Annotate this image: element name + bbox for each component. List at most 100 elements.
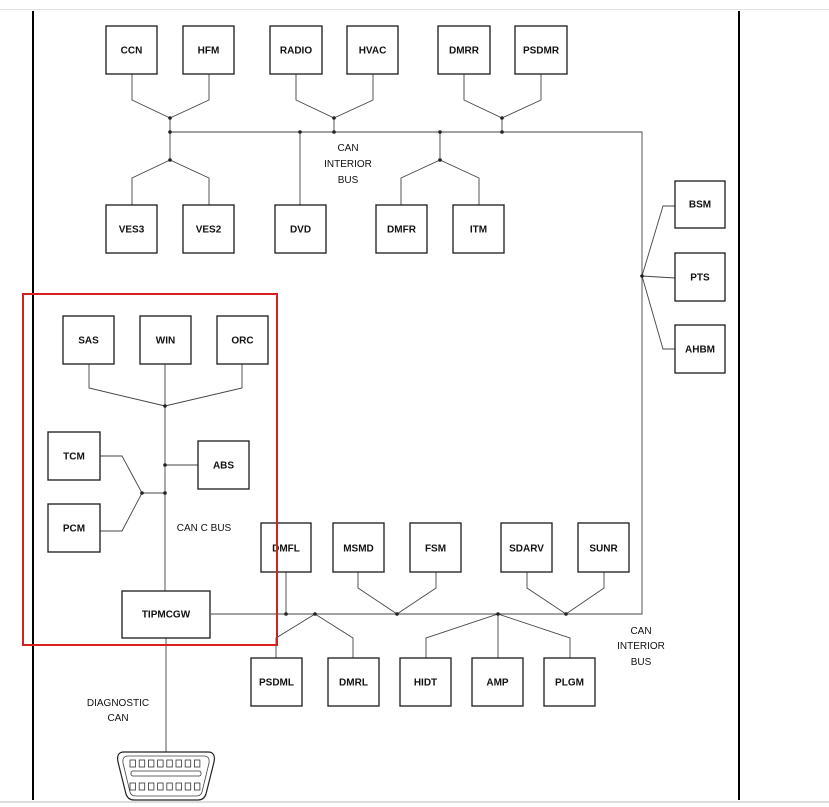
module-label: PSDMR: [523, 46, 560, 57]
label-line: CAN: [337, 143, 358, 154]
module-label: DMRR: [449, 46, 480, 57]
module-label: VES2: [196, 225, 222, 236]
module-label: TIPMCGW: [142, 610, 191, 621]
can-c-bus-highlight-box: [22, 293, 278, 646]
obd-pin: [184, 782, 192, 791]
module-sas: SAS: [62, 315, 115, 365]
dmfr-itm-branch: [400, 159, 480, 205]
obd-pin: [193, 759, 201, 768]
can-interior-bus-label-bottom: CAN INTERIOR BUS: [617, 626, 665, 668]
tcm-pcm-branch: [100, 455, 143, 532]
module-label: PCM: [63, 524, 85, 535]
module-win: WIN: [139, 315, 192, 365]
can-interior-bus-line: [170, 131, 643, 615]
junction-dot: [313, 612, 317, 616]
dmrr-psdmr-branch: [463, 74, 542, 119]
radio-hvac-branch: [295, 74, 374, 119]
junction-dot: [163, 491, 167, 495]
module-label: CCN: [121, 46, 143, 57]
label-line: INTERIOR: [324, 159, 372, 170]
module-pts: PTS: [674, 252, 726, 302]
obd-pins-top: [129, 759, 201, 768]
module-pcm: PCM: [47, 503, 101, 553]
junction-dot: [438, 158, 442, 162]
module-tcm: TCM: [47, 431, 101, 481]
module-msmd: MSMD: [332, 522, 385, 573]
junction-dot: [332, 130, 336, 134]
module-label: TCM: [63, 452, 85, 463]
junction-dot: [640, 274, 644, 278]
psdml-dmrl-branch: [275, 613, 354, 658]
module-label: PSDML: [259, 678, 294, 689]
obd-pin: [157, 759, 164, 768]
module-label: DMFR: [387, 225, 417, 236]
module-psdml: PSDML: [250, 657, 303, 707]
module-label: HVAC: [359, 46, 387, 57]
module-label: VES3: [119, 225, 145, 236]
obd-pin: [184, 759, 192, 768]
module-hvac: HVAC: [346, 25, 399, 75]
module-dmfr: DMFR: [375, 204, 428, 254]
module-fsm: FSM: [409, 522, 462, 573]
junction-dot: [163, 463, 167, 467]
junction-dot: [438, 130, 442, 134]
module-radio: RADIO: [269, 25, 323, 75]
module-psdmr: PSDMR: [514, 25, 568, 75]
obd-pin: [166, 759, 173, 768]
sas-orc-branch: [88, 364, 243, 407]
junction-dot: [284, 612, 288, 616]
label-line: CAN: [107, 713, 128, 724]
module-dmrr: DMRR: [437, 25, 491, 75]
module-ves2: VES2: [182, 204, 235, 254]
module-label: FSM: [425, 544, 446, 555]
module-dmfl: DMFL: [260, 522, 312, 573]
junction-dot: [163, 404, 167, 408]
bsm-branch: [641, 205, 675, 277]
ves-branch: [131, 159, 210, 205]
module-label: DMRL: [339, 678, 368, 689]
junction-dot: [298, 130, 302, 134]
can-c-bus-label: CAN C BUS: [177, 523, 232, 534]
module-label: MSMD: [343, 544, 374, 555]
junction-dot: [168, 130, 172, 134]
label-line: DIAGNOSTIC: [87, 698, 149, 709]
module-label: HIDT: [414, 678, 437, 689]
junction-dot: [395, 612, 399, 616]
junction-dot: [332, 116, 336, 120]
module-label: WIN: [156, 336, 175, 347]
module-tipmcgw: TIPMCGW: [121, 590, 211, 639]
ahbm-branch: [641, 275, 675, 350]
obd-pin: [138, 782, 146, 791]
module-bsm: BSM: [674, 180, 726, 229]
module-plgm: PLGM: [543, 657, 596, 707]
module-hfm: HFM: [182, 25, 235, 75]
module-label: SDARV: [509, 544, 544, 555]
module-hidt: HIDT: [399, 657, 452, 707]
module-label: ORC: [231, 336, 253, 347]
module-sdarv: SDARV: [500, 522, 553, 573]
obd-pin: [175, 782, 182, 791]
module-label: BSM: [689, 200, 711, 211]
obd-pin: [138, 759, 146, 768]
junction-dot: [496, 612, 500, 616]
obd-pin: [129, 759, 136, 768]
label-line: INTERIOR: [617, 641, 665, 652]
can-interior-bus-label-top: CAN INTERIOR BUS: [324, 143, 372, 186]
obd-pins-bottom: [129, 782, 201, 791]
junction-dot: [168, 116, 172, 120]
module-label: HFM: [198, 46, 220, 57]
module-dvd: DVD: [274, 204, 327, 254]
obd-pin: [147, 782, 155, 791]
module-label: DVD: [290, 225, 311, 236]
obd-pin: [157, 782, 164, 791]
module-dmrl: DMRL: [327, 657, 380, 707]
pts-branch: [641, 275, 676, 279]
module-label: PTS: [690, 273, 710, 284]
label-line: BUS: [338, 175, 359, 186]
module-ves3: VES3: [105, 204, 158, 254]
obd-pin: [147, 759, 155, 768]
label-line: CAN: [630, 626, 651, 637]
module-amp: AMP: [471, 657, 524, 707]
junction-dot: [564, 612, 568, 616]
